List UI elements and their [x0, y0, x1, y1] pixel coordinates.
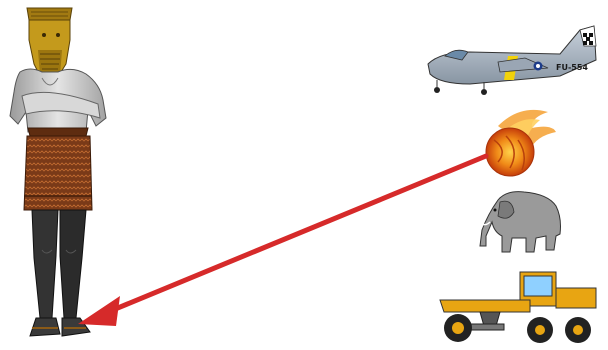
fireball-meteor — [485, 109, 556, 177]
strike-arrow — [78, 153, 489, 326]
silver-chest-arms — [9, 68, 107, 133]
elephant — [479, 191, 561, 253]
jet-aircraft: FU-554 — [427, 25, 597, 95]
jet-marking: FU-554 — [556, 63, 588, 72]
statue-figure — [9, 7, 107, 337]
gold-head — [26, 7, 73, 81]
bronze-waist — [23, 127, 93, 211]
bulldozer — [439, 271, 597, 343]
iron-legs — [31, 209, 87, 319]
statue-feet — [29, 317, 91, 337]
